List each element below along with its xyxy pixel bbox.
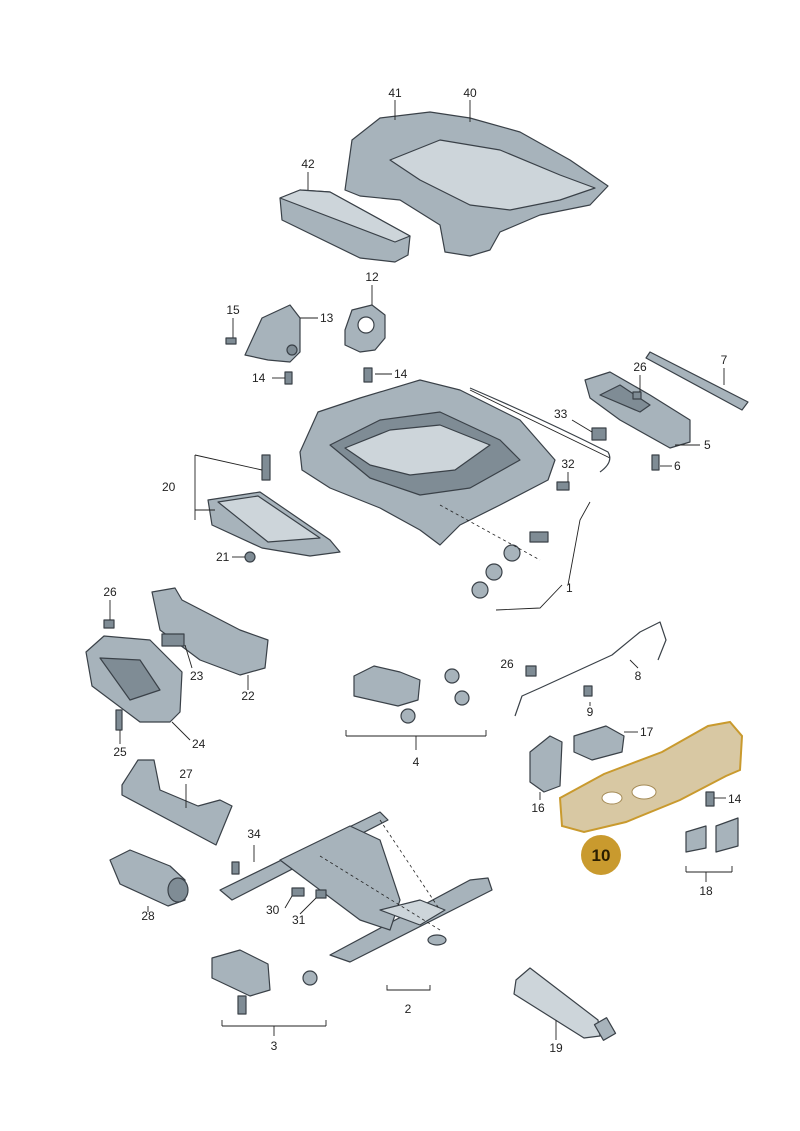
callout-42: 42 — [301, 157, 315, 171]
callout-41: 41 — [388, 86, 402, 100]
front-cushion-pad-part[interactable] — [279, 172, 411, 263]
callout-20: 20 — [162, 480, 176, 494]
callout-26-c: 26 — [500, 657, 514, 671]
callout-16: 16 — [531, 801, 545, 815]
callout-40: 40 — [463, 86, 477, 100]
callout-19: 19 — [549, 1041, 563, 1055]
callout-7: 7 — [721, 353, 728, 367]
fastener-group-1[interactable] — [439, 501, 591, 611]
callout-25: 25 — [113, 745, 127, 759]
cable-harness-part[interactable] — [514, 621, 667, 717]
callout-2: 2 — [405, 1002, 412, 1016]
callout-8: 8 — [635, 669, 642, 683]
seat-cushion-part[interactable] — [344, 100, 609, 257]
callout-1: 1 — [566, 581, 573, 595]
callout-3: 3 — [271, 1039, 278, 1053]
rail-motor-assembly-part[interactable] — [211, 949, 327, 1036]
callout-28: 28 — [141, 909, 155, 923]
callout-21: 21 — [216, 550, 230, 564]
callout-9: 9 — [587, 705, 594, 719]
callout-13: 13 — [320, 311, 334, 325]
callout-18: 18 — [699, 884, 713, 898]
callout-26-a: 26 — [633, 360, 647, 374]
mounting-bracket-part[interactable] — [121, 759, 233, 846]
bolt-part — [556, 472, 570, 491]
cap-group-18[interactable] — [685, 817, 739, 882]
callout-labels: 41 40 42 12 15 13 14 14 7 26 33 5 6 32 2… — [103, 86, 741, 1055]
part-10-badge-label: 10 — [592, 846, 611, 865]
callout-33: 33 — [554, 407, 568, 421]
grease-tube-part[interactable] — [513, 967, 617, 1041]
seat-side-trim-highlight[interactable] — [558, 720, 744, 834]
right-rail-bracket-part[interactable] — [571, 371, 700, 471]
callout-14-a: 14 — [252, 371, 266, 385]
clip-part[interactable] — [161, 633, 193, 669]
callout-5: 5 — [704, 438, 711, 452]
adjuster-motor-part[interactable] — [345, 665, 487, 750]
callout-30: 30 — [266, 903, 280, 917]
callout-23: 23 — [190, 669, 204, 683]
left-mount-plate-part[interactable] — [194, 454, 341, 563]
motor-part[interactable] — [109, 849, 189, 912]
callout-26-b: 26 — [103, 585, 117, 599]
callout-6: 6 — [674, 459, 681, 473]
callout-14-c: 14 — [728, 792, 742, 806]
fastener-14-right — [705, 791, 726, 807]
callout-14-b: 14 — [394, 367, 408, 381]
seat-frame-part[interactable] — [299, 379, 611, 546]
left-bracket-part[interactable] — [225, 304, 318, 385]
cross-bar-part[interactable] — [645, 351, 749, 411]
callout-27: 27 — [179, 767, 193, 781]
callout-34: 34 — [247, 827, 261, 841]
callout-31: 31 — [292, 913, 306, 927]
callout-32: 32 — [561, 457, 575, 471]
callout-22: 22 — [241, 689, 255, 703]
center-bracket-part[interactable] — [344, 285, 392, 383]
callout-15: 15 — [226, 303, 240, 317]
callout-17: 17 — [640, 725, 654, 739]
callout-4: 4 — [413, 755, 420, 769]
part-10-badge[interactable]: 10 — [581, 835, 621, 875]
callout-12: 12 — [365, 270, 379, 284]
seat-rail-assembly-part[interactable] — [219, 811, 493, 991]
seat-switch-part[interactable] — [529, 725, 638, 800]
control-unit-housing-part[interactable] — [85, 600, 191, 744]
callout-24: 24 — [192, 737, 206, 751]
